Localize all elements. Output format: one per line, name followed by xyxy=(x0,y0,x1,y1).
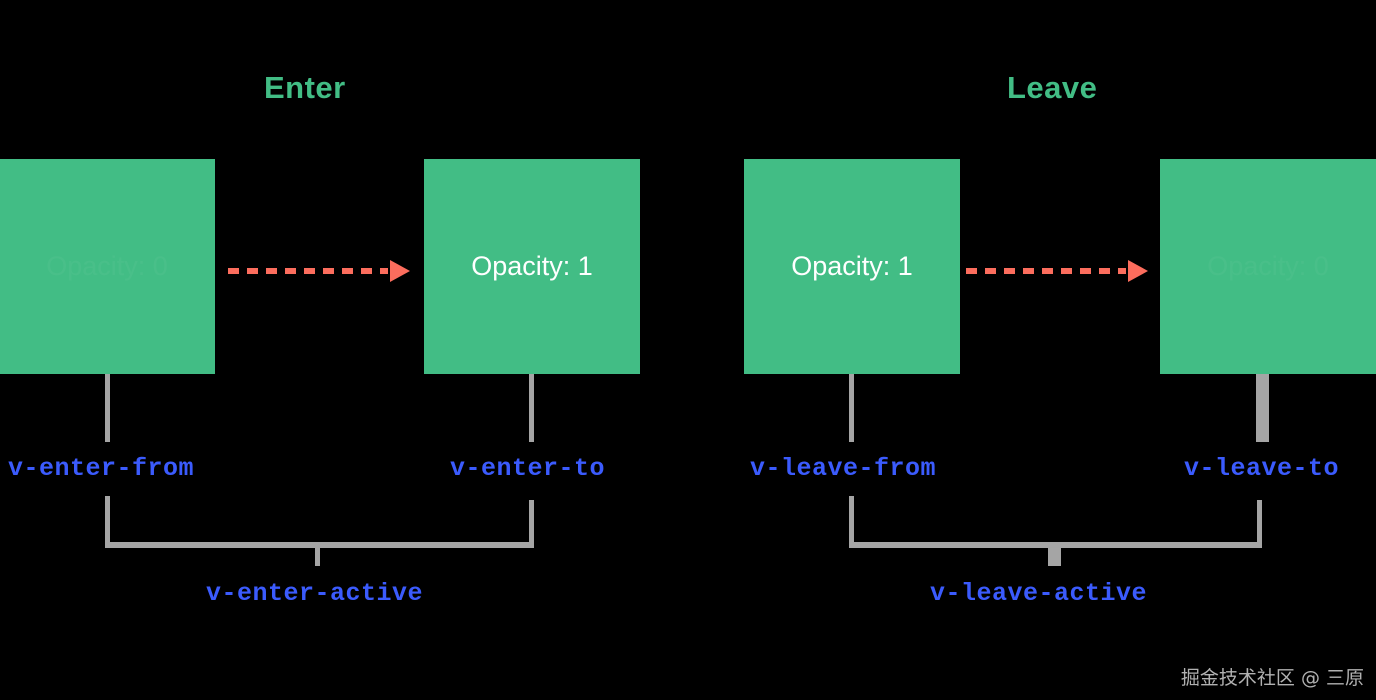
bracket-stem-leave xyxy=(1048,542,1061,566)
class-label-v-leave-from: v-leave-from xyxy=(750,454,937,483)
bracket-left-arm-leave xyxy=(849,496,854,548)
class-label-v-enter-active: v-enter-active xyxy=(206,579,424,608)
section-title-leave: Leave xyxy=(1007,70,1098,105)
arrow-dashed-line xyxy=(228,268,388,274)
state-box-leave-to-label: Opacity: 0 xyxy=(1207,251,1329,282)
state-box-leave-from-label: Opacity: 1 xyxy=(791,251,913,281)
arrow-head-icon xyxy=(1128,260,1148,282)
state-box-enter-from: Opacity: 0 xyxy=(0,159,215,374)
arrow-dashed-line xyxy=(966,268,1126,274)
bracket-right-arm-leave xyxy=(1257,500,1262,548)
transition-arrow-enter xyxy=(228,260,410,282)
bracket-right-arm-enter xyxy=(529,500,534,548)
arrow-head-icon xyxy=(390,260,410,282)
connector-drop-enter-to xyxy=(529,374,534,442)
class-label-v-enter-from: v-enter-from xyxy=(8,454,195,483)
class-label-v-enter-to: v-enter-to xyxy=(450,454,606,483)
bracket-stem-enter xyxy=(315,542,320,566)
section-title-enter: Enter xyxy=(264,70,346,105)
transition-arrow-leave xyxy=(966,260,1148,282)
connector-drop-leave-to xyxy=(1256,374,1269,442)
bracket-left-arm-enter xyxy=(105,496,110,548)
state-box-leave-from: Opacity: 1 xyxy=(744,159,960,374)
connector-drop-enter-from xyxy=(105,374,110,442)
class-label-v-leave-to: v-leave-to xyxy=(1184,454,1340,483)
state-box-enter-to-label: Opacity: 1 xyxy=(471,251,593,281)
watermark: 掘金技术社区 @ 三原 xyxy=(1180,667,1364,689)
state-box-leave-to: Opacity: 0 xyxy=(1160,159,1376,374)
connector-drop-leave-from xyxy=(849,374,854,442)
state-box-enter-to: Opacity: 1 xyxy=(424,159,640,374)
state-box-enter-from-label: Opacity: 0 xyxy=(46,251,168,282)
class-label-v-leave-active: v-leave-active xyxy=(930,579,1148,608)
